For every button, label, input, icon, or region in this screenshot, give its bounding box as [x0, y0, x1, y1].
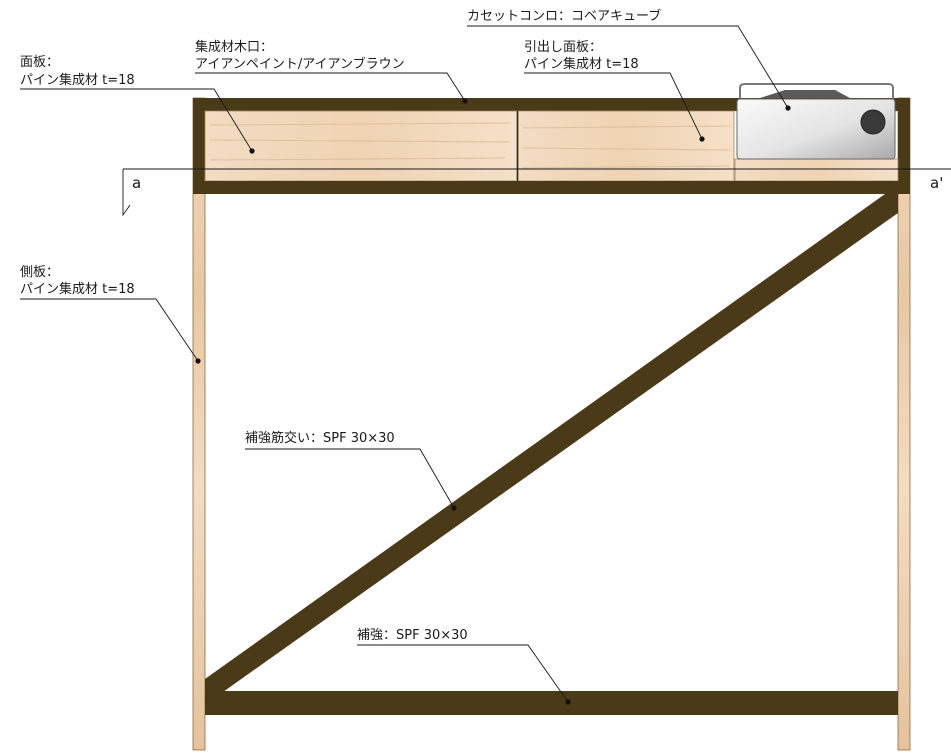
leader-face-panel — [20, 88, 253, 152]
section-mark-left: a — [132, 174, 141, 192]
stove-top-plate — [760, 90, 850, 98]
label-drawer-front-line1: 引出し面板： — [524, 40, 602, 55]
label-edge-finish-line1: 集成材木口： — [195, 39, 273, 55]
right-side-panel — [897, 97, 911, 751]
stove-shelf-board — [734, 158, 899, 182]
leader-bottom-brace — [357, 644, 569, 703]
left-leg-top-edge — [193, 98, 205, 194]
leader-side-panel — [20, 298, 199, 362]
leader-dot — [451, 505, 457, 511]
leader-dot — [565, 699, 571, 705]
label-side-panel-line2: パイン集成材 t=18 — [20, 281, 135, 297]
upper-apron — [205, 181, 898, 194]
right-leg-top-edge — [898, 98, 910, 194]
section-mark-left-tick — [122, 169, 131, 217]
stove-knob-icon — [860, 109, 886, 135]
stove-handle — [739, 83, 894, 101]
label-face-panel-line2: パイン集成材 t=18 — [20, 72, 135, 88]
leader-dot — [699, 136, 705, 142]
bottom-brace — [205, 691, 898, 715]
diagonal-brace — [205, 194, 898, 692]
leader-drawer-front — [524, 72, 703, 140]
section-mark-right: a' — [930, 174, 943, 192]
leader-diagonal-brace — [245, 448, 455, 509]
label-drawer-front-line2: パイン集成材 t=18 — [524, 56, 639, 72]
label-edge-finish-line2: アイアンペイント/アイアンブラウン — [195, 56, 405, 72]
wood-grain-lines — [209, 122, 731, 169]
label-face-panel-line1: 面板： — [20, 55, 59, 70]
leader-dot — [249, 148, 255, 154]
label-side-panel-line1: 側板： — [20, 265, 59, 280]
label-diagonal-brace: 補強筋交い：SPF 30×30 — [245, 430, 395, 446]
leader-dot — [785, 105, 791, 111]
cassette-stove — [736, 83, 896, 160]
left-side-panel — [192, 97, 206, 751]
leader-stove — [467, 25, 789, 109]
stove-body — [736, 98, 896, 160]
leader-edge-finish — [195, 72, 466, 102]
drawer-front-right — [517, 110, 735, 182]
leader-dot — [462, 98, 468, 104]
top-board-edge — [193, 98, 910, 111]
drawer-front-left — [204, 110, 518, 182]
label-bottom-brace: 補強：SPF 30×30 — [357, 628, 468, 643]
label-stove: カセットコンロ：コベアキューブ — [467, 8, 661, 24]
leader-dot — [195, 358, 201, 364]
